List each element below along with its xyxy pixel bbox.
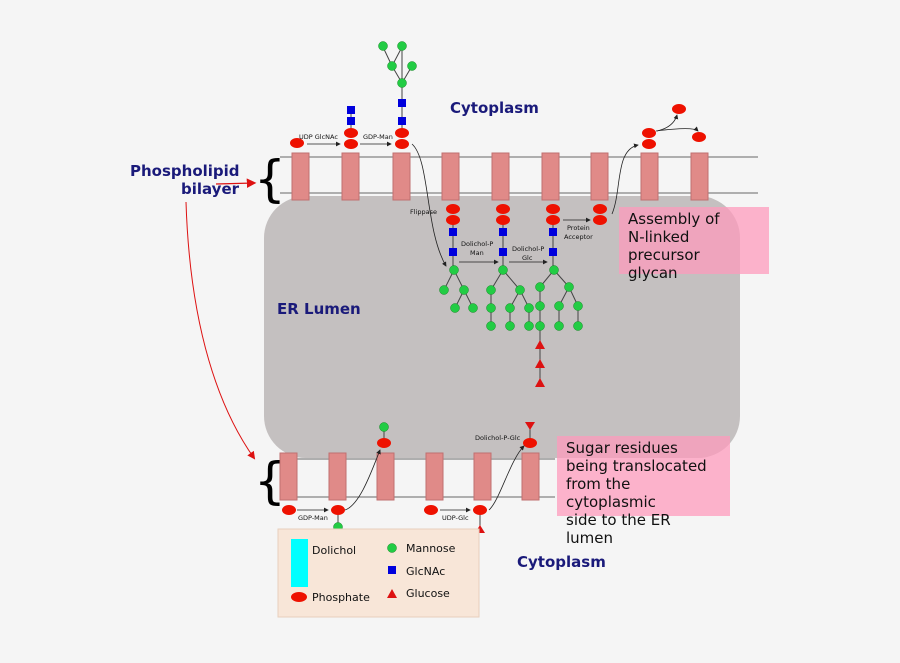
dolichol-p-glc-bottom-label: Dolichol-P-Glc bbox=[475, 434, 521, 442]
legend-glucose-icon bbox=[387, 589, 397, 598]
bottom-bilayer-brace: { bbox=[254, 452, 286, 510]
flippase-label: Flippase bbox=[410, 208, 437, 216]
cytoplasm-top-label: Cytoplasm bbox=[450, 99, 539, 117]
top-bilayer-brace: { bbox=[254, 150, 286, 208]
protein-acceptor-label-1: Protein bbox=[567, 224, 590, 232]
dolichol-p-glc-label-1: Dolichol-P bbox=[512, 245, 544, 253]
top-dolichol-bars bbox=[291, 152, 709, 201]
glucose-triangles bbox=[475, 340, 545, 533]
dolichol-p-glc-label-2: Glc bbox=[522, 254, 533, 262]
lumen-phosphates bbox=[446, 204, 607, 225]
legend-phosphate-swatch bbox=[291, 592, 307, 602]
assembly-note-line2: N-linked precursor bbox=[628, 228, 700, 264]
gdp-man-top-label: GDP-Man bbox=[363, 133, 393, 141]
bilayer-pointer-arrow bbox=[215, 178, 257, 188]
bottom-dolichol-bars bbox=[279, 452, 540, 501]
legend-dolichol-swatch bbox=[291, 539, 308, 587]
legend-glcnac-icon bbox=[388, 566, 396, 574]
legend-glcnac-label: GlcNAc bbox=[406, 565, 445, 578]
translocation-note-line3: from the cytoplasmic bbox=[566, 475, 656, 511]
assembly-note-line1: Assembly of bbox=[628, 210, 720, 228]
translocation-arrow bbox=[185, 201, 256, 460]
dolichol-p-man-label-1: Dolichol-P bbox=[461, 240, 493, 248]
er-lumen-label: ER Lumen bbox=[277, 300, 361, 318]
reaction-arrows bbox=[297, 114, 699, 513]
reaction-labels: UDP GlcNAc GDP-Man Flippase Dolichol-P M… bbox=[298, 133, 593, 522]
gdp-man-bottom-label: GDP-Man bbox=[298, 514, 328, 522]
translocation-note-line4: side to the ER lumen bbox=[566, 511, 671, 547]
legend-phosphate-label: Phosphate bbox=[312, 591, 370, 604]
mannose-circles bbox=[333, 41, 583, 532]
translocation-note-line1: Sugar residues bbox=[566, 439, 678, 457]
phospholipid-label-line2: bilayer bbox=[181, 180, 240, 198]
legend-dolichol-label: Dolichol bbox=[312, 544, 356, 557]
legend-mannose-label: Mannose bbox=[406, 542, 456, 555]
udp-glcnac-label: UDP GlcNAc bbox=[299, 133, 338, 141]
assembly-note: Assembly of N-linked precursor glycan bbox=[619, 207, 769, 282]
legend-glucose-label: Glucose bbox=[406, 587, 450, 600]
top-phosphates bbox=[290, 104, 706, 149]
dolichol-p-man-label-2: Man bbox=[470, 249, 484, 257]
legend-mannose-icon bbox=[387, 543, 397, 553]
translocation-note: Sugar residues being translocated from t… bbox=[557, 436, 730, 547]
cytoplasm-bottom-label: Cytoplasm bbox=[517, 553, 606, 571]
phospholipid-label-line1: Phospholipid bbox=[130, 162, 240, 180]
translocation-note-line2: being translocated bbox=[566, 457, 707, 475]
legend-box bbox=[277, 528, 480, 618]
bottom-phosphates bbox=[282, 438, 537, 515]
protein-acceptor-label-2: Acceptor bbox=[564, 233, 593, 241]
glcnac-squares bbox=[347, 99, 557, 256]
assembly-note-line3: glycan bbox=[628, 264, 678, 282]
udp-glc-label: UDP-Glc bbox=[442, 514, 469, 522]
